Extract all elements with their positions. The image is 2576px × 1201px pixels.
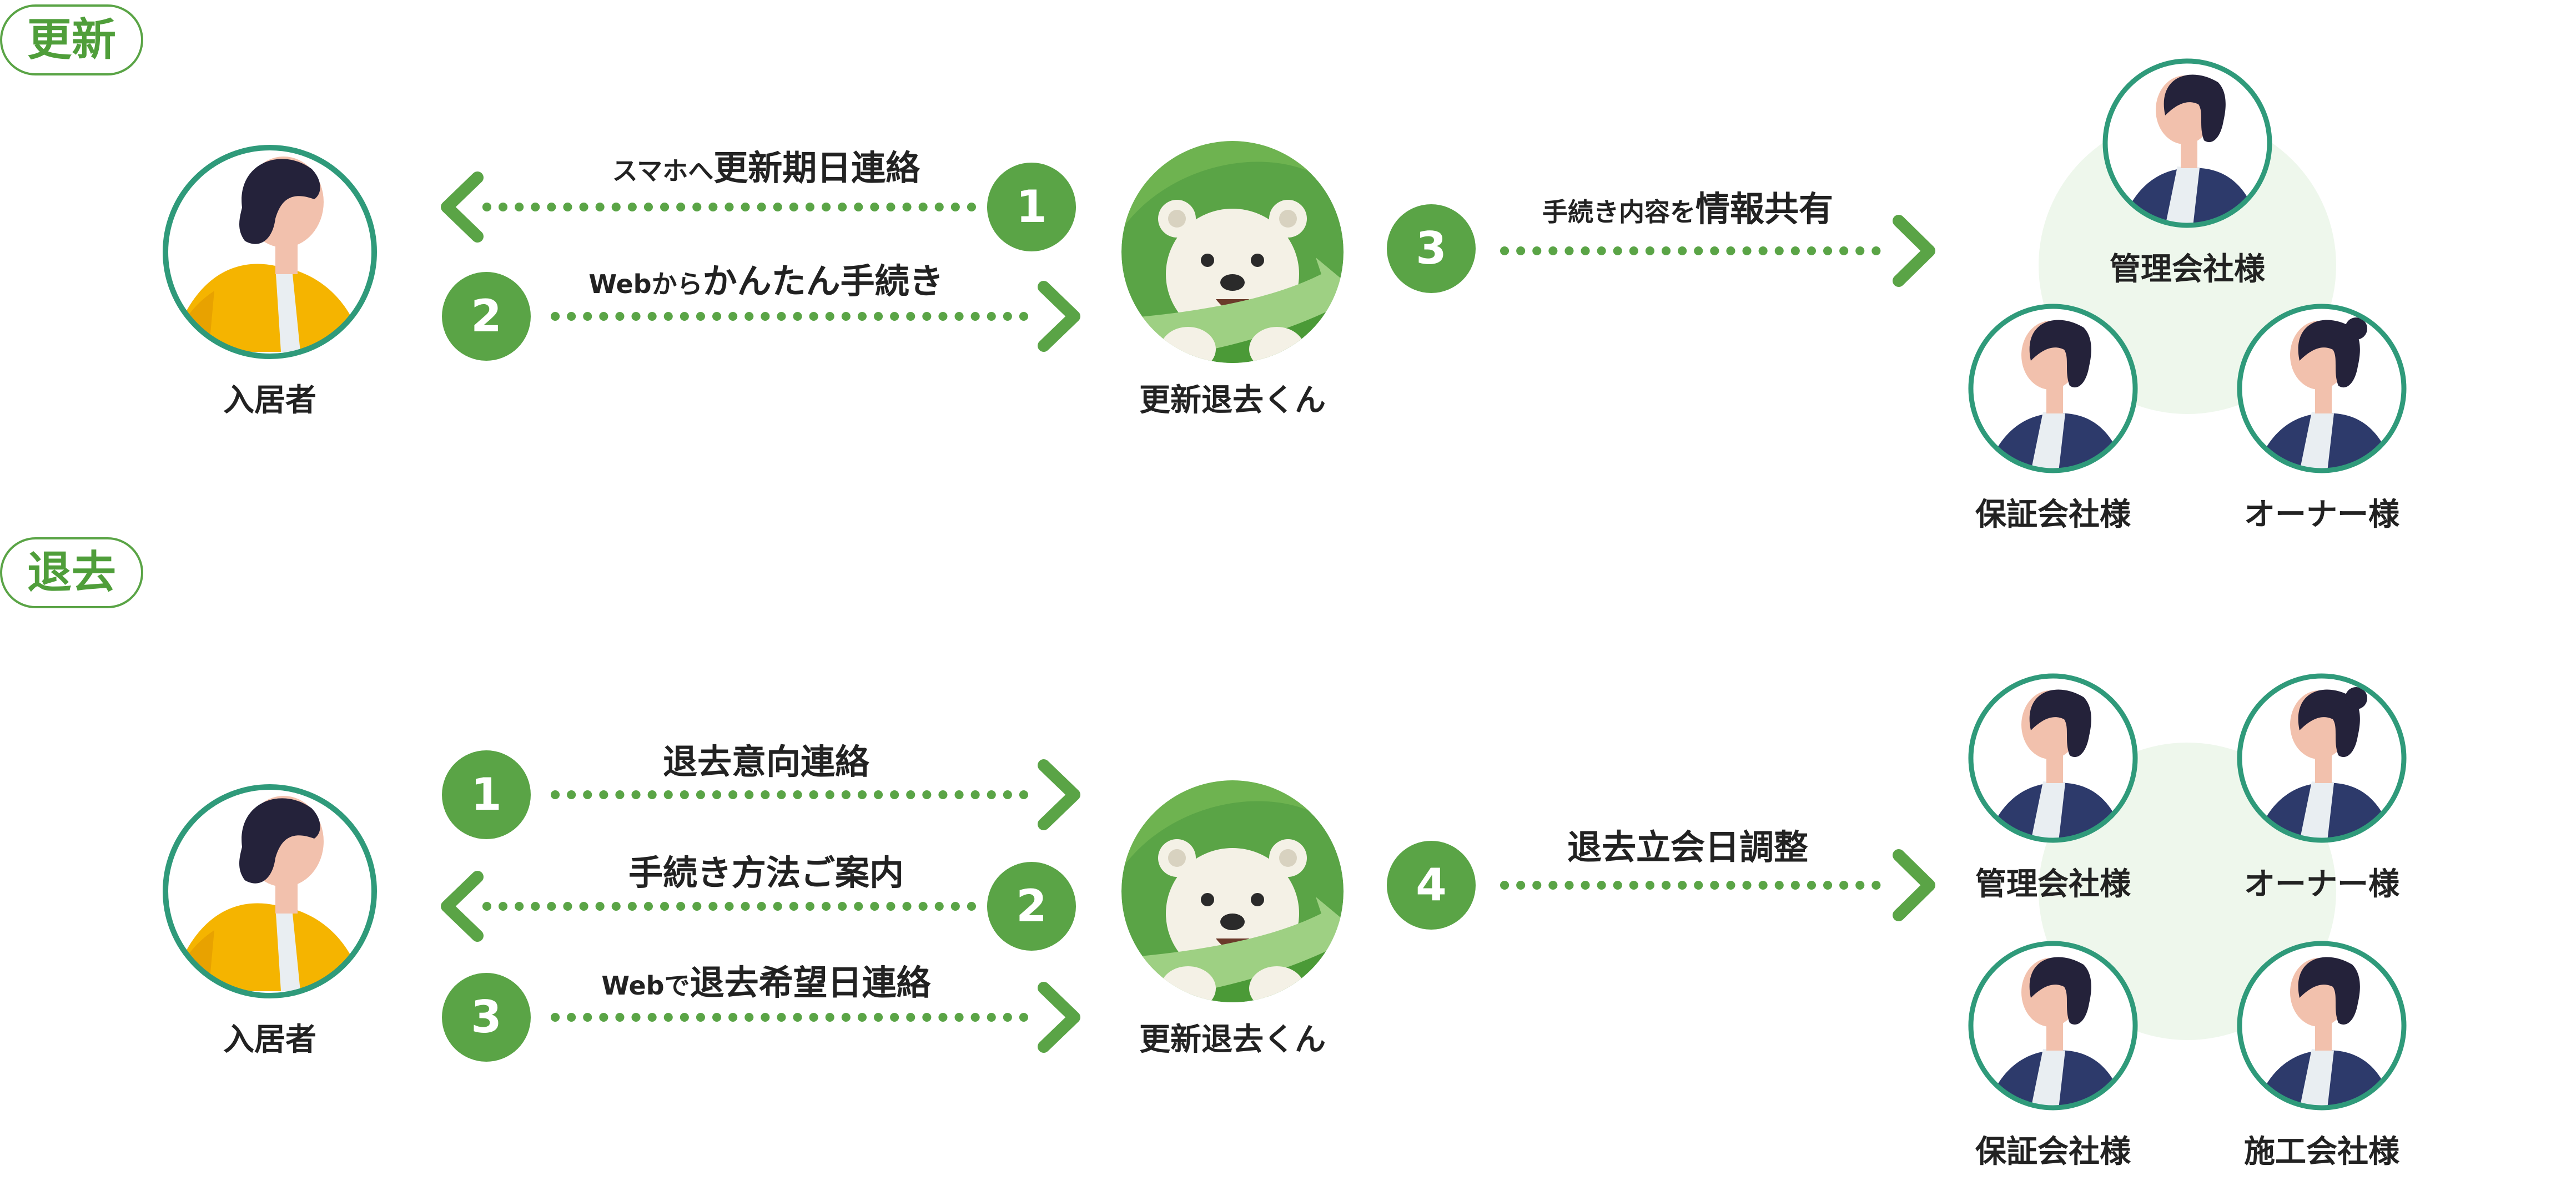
renewal-section-badge: 更新 [0, 4, 143, 75]
moveout-step-4-main: 退去立会日調整 [1567, 827, 1809, 867]
renewal-step-1-main: 更新期日連絡 [713, 148, 920, 188]
moveout-tenant-avatar [163, 784, 377, 998]
moveout-step-2-main: 手続き方法ご案内 [628, 852, 904, 893]
svg-text:3: 3 [1416, 223, 1447, 274]
moveout-step-3-badge: 3 [442, 973, 531, 1062]
moveout-stakeholder-label-guarantor: 保証会社様 [1975, 1134, 2131, 1170]
moveout-step-1-badge: 1 [442, 750, 531, 839]
moveout-stakeholder-label-owner: オーナー様 [2244, 866, 2399, 902]
renewal-arrow-3-head [1893, 215, 1935, 287]
svg-text:2: 2 [471, 290, 502, 342]
renewal-arrow-1-head [441, 171, 484, 243]
moveout-step-1-main: 退去意向連絡 [662, 741, 870, 782]
renewal-arrow-2-head [1038, 281, 1080, 352]
moveout-tenant-label: 入居者 [223, 1022, 316, 1058]
renewal-step-2-prefix: Webから [588, 269, 703, 299]
renewal-step-2-message: Webからかんたん手続き [588, 253, 943, 303]
moveout-stakeholder-label-construction: 施工会社様 [2244, 1134, 2399, 1170]
moveout-step-2-badge: 2 [987, 862, 1076, 951]
renewal-step-1-prefix: スマホへ [612, 156, 714, 186]
renewal-step-3-main: 情報共有 [1695, 189, 1834, 229]
svg-text:1: 1 [1016, 181, 1047, 233]
moveout-stakeholder-management-avatar [1968, 673, 2138, 843]
renewal-stakeholder-label-guarantor: 保証会社様 [1975, 497, 2131, 533]
renewal-step-2-badge: 2 [442, 272, 531, 361]
moveout-bot-label: 更新退去くん [1139, 1022, 1326, 1058]
moveout-step-3-message: Webで退去希望日連絡 [601, 955, 930, 1005]
moveout-arrow-3-head [1038, 982, 1080, 1053]
moveout-stakeholder-owner-avatar [2237, 673, 2407, 843]
renewal-stakeholder-label-owner: オーナー様 [2244, 497, 2399, 533]
renewal-bot-label: 更新退去くん [1139, 382, 1326, 418]
moveout-stakeholder-construction-avatar [2237, 941, 2407, 1111]
moveout-arrow-4-head [1893, 849, 1935, 921]
renewal-tenant-avatar [163, 145, 377, 359]
moveout-stakeholder-guarantor-avatar [1968, 941, 2138, 1111]
svg-text:2: 2 [1016, 880, 1047, 932]
renewal-step-2-main: かんたん手続き [702, 261, 944, 301]
renewal-bot-avatar [1121, 141, 1344, 363]
moveout-step-1-message: 退去意向連絡 [663, 734, 869, 784]
moveout-step-4-message: 退去立会日調整 [1567, 819, 1808, 869]
svg-text:1: 1 [471, 769, 502, 820]
moveout-step-3-prefix: Webで [601, 971, 690, 1001]
moveout-arrow-2-head [441, 871, 484, 942]
moveout-arrow-1-head [1038, 759, 1080, 830]
renewal-stakeholder-owner-avatar [2237, 304, 2407, 473]
moveout-section-badge: 退去 [0, 537, 143, 608]
renewal-stakeholder-guarantor-avatar [1968, 304, 2138, 473]
renewal-step-1-badge: 1 [987, 163, 1076, 251]
renewal-step-3-badge: 3 [1387, 204, 1476, 293]
renewal-stakeholder-label-management: 管理会社様 [2110, 251, 2265, 287]
moveout-bot-avatar [1121, 780, 1344, 1002]
svg-text:3: 3 [471, 991, 502, 1043]
moveout-step-2-message: 手続き方法ご案内 [628, 845, 904, 895]
renewal-stakeholder-management-avatar [2102, 58, 2272, 228]
moveout-step-3-main: 退去希望日連絡 [690, 962, 931, 1003]
svg-text:4: 4 [1416, 859, 1447, 911]
renewal-step-3-prefix: 手続き内容を [1542, 197, 1695, 227]
moveout-stakeholder-label-management: 管理会社様 [1975, 866, 2131, 902]
renewal-step-3-message: 手続き内容を情報共有 [1542, 181, 1833, 231]
renewal-step-1-message: スマホへ更新期日連絡 [612, 140, 920, 190]
renewal-tenant-label: 入居者 [223, 382, 316, 418]
moveout-step-4-badge: 4 [1387, 841, 1476, 930]
